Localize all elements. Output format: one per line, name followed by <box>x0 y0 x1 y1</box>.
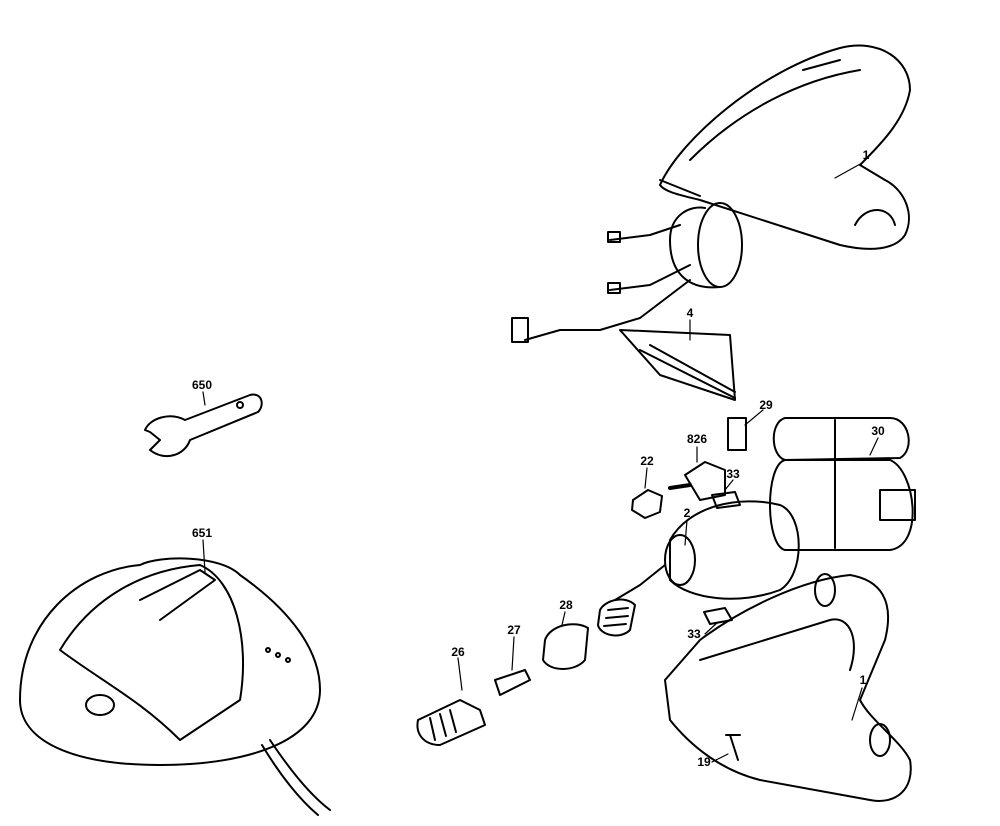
leader-lines <box>202 162 879 763</box>
callout-label: 28 <box>559 598 573 612</box>
callout-label: 30 <box>871 424 885 438</box>
charger-shape <box>19 557 331 816</box>
collet-shape <box>494 669 531 696</box>
screw-shape <box>725 734 741 761</box>
callout-label: 29 <box>759 398 773 412</box>
small-parts-shape <box>631 461 741 625</box>
callout-label: 33 <box>726 467 740 481</box>
callout-label: 826 <box>686 432 708 446</box>
callout-label: 33 <box>687 627 701 641</box>
callout-label: 22 <box>640 454 654 468</box>
callout-label: 650 <box>191 378 213 392</box>
callout-label: 2 <box>683 506 691 520</box>
callout-label: 26 <box>451 645 465 659</box>
callout-label: 1 <box>862 148 870 162</box>
battery-pack-shape <box>769 417 916 551</box>
callout-label: 19 <box>697 755 711 769</box>
housing-top-shape <box>659 44 911 250</box>
housing-bottom-shape <box>664 573 912 802</box>
wrench-shape <box>144 393 263 458</box>
motor-shape <box>597 500 800 637</box>
callout-label: 1 <box>859 673 867 687</box>
callout-label: 27 <box>507 623 521 637</box>
callout-label: 4 <box>686 306 694 320</box>
part-28-shape <box>542 623 589 670</box>
collet-nut-shape <box>416 699 486 746</box>
wiring-harness-shape <box>511 202 747 451</box>
callout-label: 651 <box>191 526 213 540</box>
